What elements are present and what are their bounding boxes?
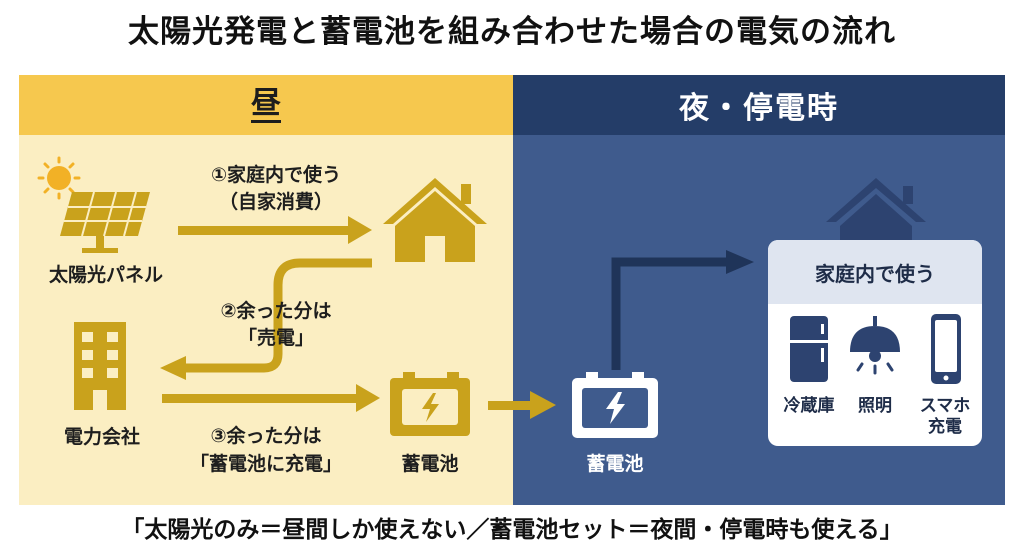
arrow-battery-to-home [611,250,754,370]
battery-label: 蓄電池 [401,453,459,475]
building-icon [74,322,126,410]
solar-panel-label: 太陽光パネル [48,264,163,286]
house-icon [383,178,487,262]
home-usage-title: 家庭内で使う [768,240,982,304]
sun-icon [37,156,81,200]
arrow-sell-electricity [160,258,372,380]
arrow-to-night-battery [488,391,556,419]
smartphone-label-line1: スマホ [919,396,971,416]
night-battery-icon [572,372,658,438]
arrow-self-consumption [178,216,372,244]
day-header: 昼 [19,75,513,135]
night-header-label: 夜・停電時 [679,91,839,126]
lamp-icon [850,316,900,375]
night-battery-label: 蓄電池 [586,453,644,475]
lighting-label: 照明 [858,396,892,416]
home-usage-card: 家庭内で使う 冷蔵庫 照明 スマホ 充電 [768,240,982,446]
flow2-line1: ②余った分は [220,300,332,322]
summary-caption: 「太陽光のみ＝昼間しか使えない／蓄電池セット＝夜間・停電時も使える」 [121,517,903,543]
night-house-icon [826,178,926,240]
smartphone-icon [931,314,961,384]
solar-panel-icon [60,191,150,253]
flow2-line2: 「売電」 [237,327,314,349]
appliance-icons [790,314,961,384]
flow3-line1: ③余った分は [210,425,322,447]
fridge-label: 冷蔵庫 [783,396,835,416]
battery-icon [390,372,470,436]
night-header: 夜・停電時 [513,75,1005,135]
flow1-line2: （自家消費） [218,191,333,213]
fridge-icon [790,316,828,382]
flow1-line1: ①家庭内で使う [210,164,342,186]
flow3-line2: 「蓄電池に充電」 [189,453,342,475]
smartphone-label-line2: 充電 [928,417,962,437]
day-header-label: 昼 [251,86,281,123]
page-title: 太陽光発電と蓄電池を組み合わせた場合の電気の流れ [128,14,896,50]
power-company-label: 電力会社 [63,426,140,448]
arrow-charge-battery [162,384,380,412]
